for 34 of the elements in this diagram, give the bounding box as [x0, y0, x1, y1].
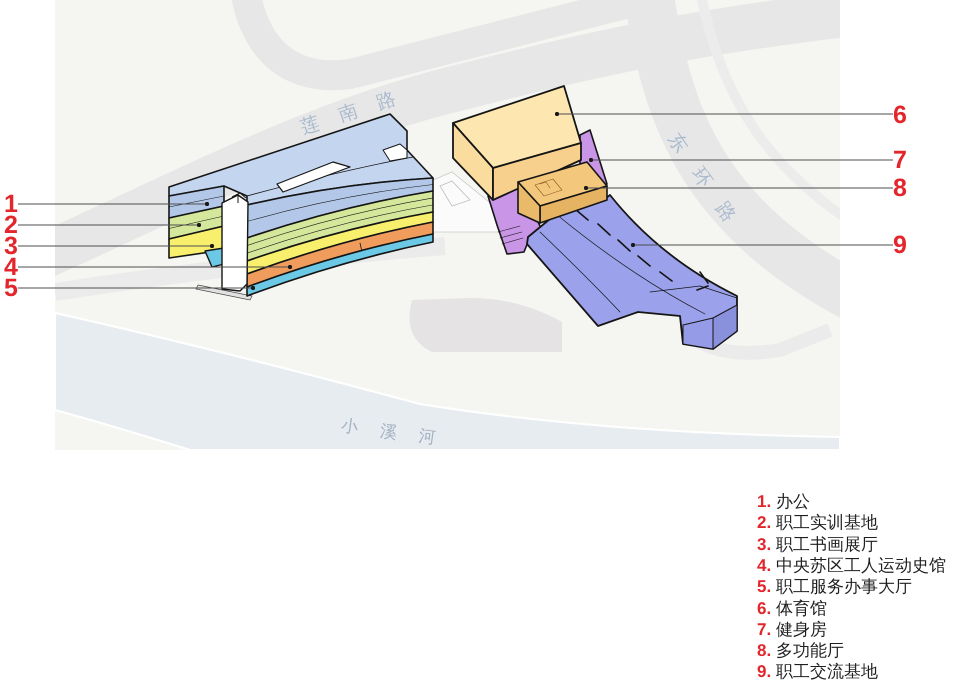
legend-item: 5. 职工服务办事大厅: [757, 576, 912, 598]
leader-line: [17, 244, 214, 248]
legend-item: 8. 多功能厅: [757, 640, 844, 662]
callout-number: 6: [893, 103, 907, 127]
legend-item: 9. 职工交流基地: [757, 661, 878, 682]
road-name: 莲南路: [298, 88, 398, 138]
legend-item: 3. 职工书画展厅: [757, 534, 878, 555]
callout-number: 4: [4, 255, 18, 279]
building-volume: [517, 161, 608, 224]
callout-number: 1: [4, 192, 18, 216]
callout-number: 3: [4, 234, 18, 258]
leader-line: [17, 222, 202, 228]
leader-line: [17, 286, 256, 290]
building-volume: [452, 85, 582, 201]
building-volume: [204, 233, 434, 297]
callout-number: 8: [893, 176, 907, 200]
road-name: 东环路: [664, 129, 738, 225]
leader-line: [584, 186, 894, 190]
callout-number: 5: [4, 276, 18, 300]
leader-line: [17, 202, 210, 206]
callout-number: 7: [893, 148, 907, 172]
callout-number: 9: [893, 233, 907, 257]
legend-item: 1. 办公: [757, 491, 810, 512]
legend-item: 6. 体育馆: [757, 598, 827, 618]
legend-item: 2. 职工实训基地: [757, 512, 878, 534]
legend-item: 4. 中央苏区工人运动史馆: [757, 554, 946, 576]
legend-item: 7. 健身房: [757, 618, 827, 640]
leader-line: [588, 158, 894, 162]
leader-line: [17, 264, 292, 270]
leader-line: [554, 112, 894, 116]
callout-number: 2: [4, 213, 18, 237]
building-volume: [526, 194, 738, 350]
river-name: 小溪河: [340, 416, 436, 446]
leader-line: [630, 242, 894, 248]
